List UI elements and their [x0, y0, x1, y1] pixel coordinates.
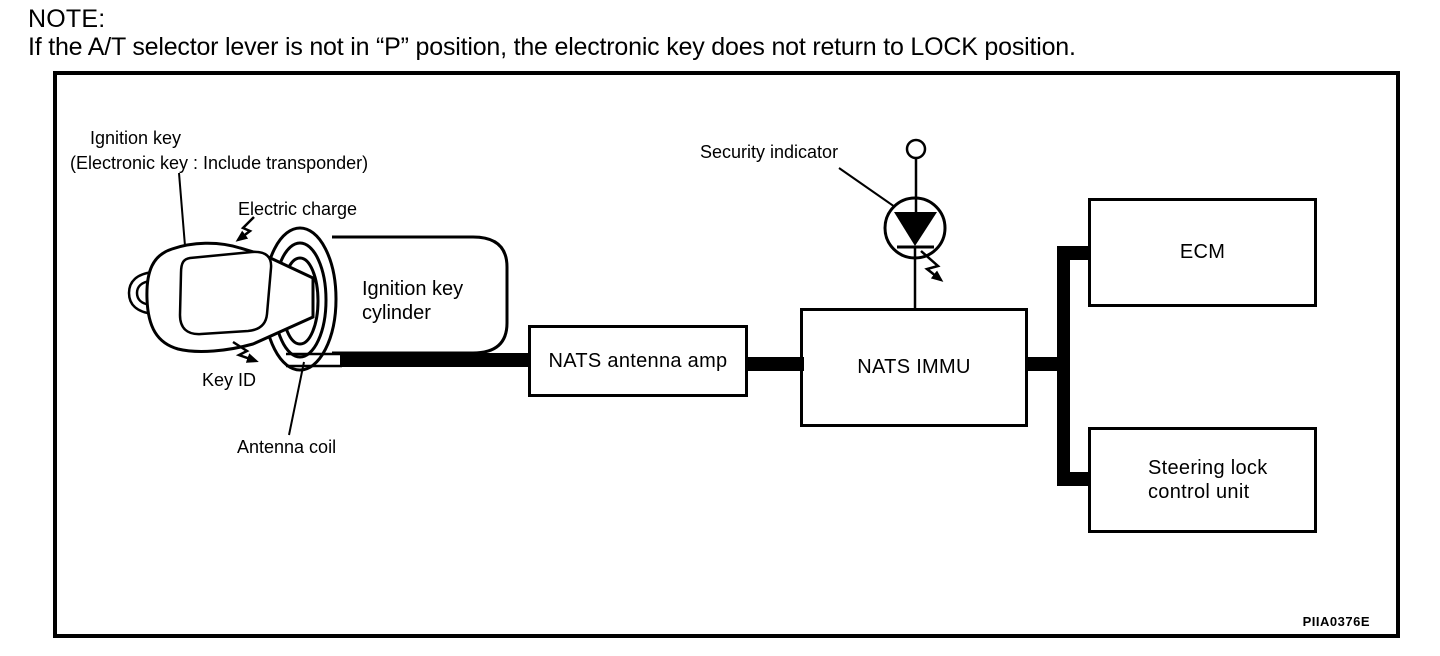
figure-id: PIIA0376E	[1302, 614, 1370, 629]
box-ecm: ECM	[1088, 198, 1317, 307]
note-heading: NOTE:	[28, 5, 106, 33]
label-ignition-key: Ignition key (Electronic key : Include t…	[70, 128, 369, 173]
box-nats-antenna-amp: NATS antenna amp	[528, 325, 748, 397]
box-steering-lock-label: Steering lock control unit	[1148, 457, 1268, 503]
label-electric-charge: Electric charge	[238, 199, 358, 219]
box-ecm-label: ECM	[1179, 241, 1226, 263]
box-nats-antenna-amp-label: NATS antenna amp	[548, 349, 728, 372]
box-steering-lock-control-unit: Steering lock control unit	[1088, 427, 1317, 533]
label-security-indicator: Security indicator	[700, 142, 839, 162]
box-nats-immu-label: NATS IMMU	[857, 356, 971, 378]
label-ignition-key-cylinder: Ignition key cylinder	[362, 278, 464, 324]
label-key-id: Key ID	[202, 370, 257, 390]
note-body: If the A/T selector lever is not in “P” …	[28, 33, 1076, 61]
box-nats-immu: NATS IMMU	[800, 308, 1028, 427]
label-antenna-coil: Antenna coil	[237, 437, 337, 457]
